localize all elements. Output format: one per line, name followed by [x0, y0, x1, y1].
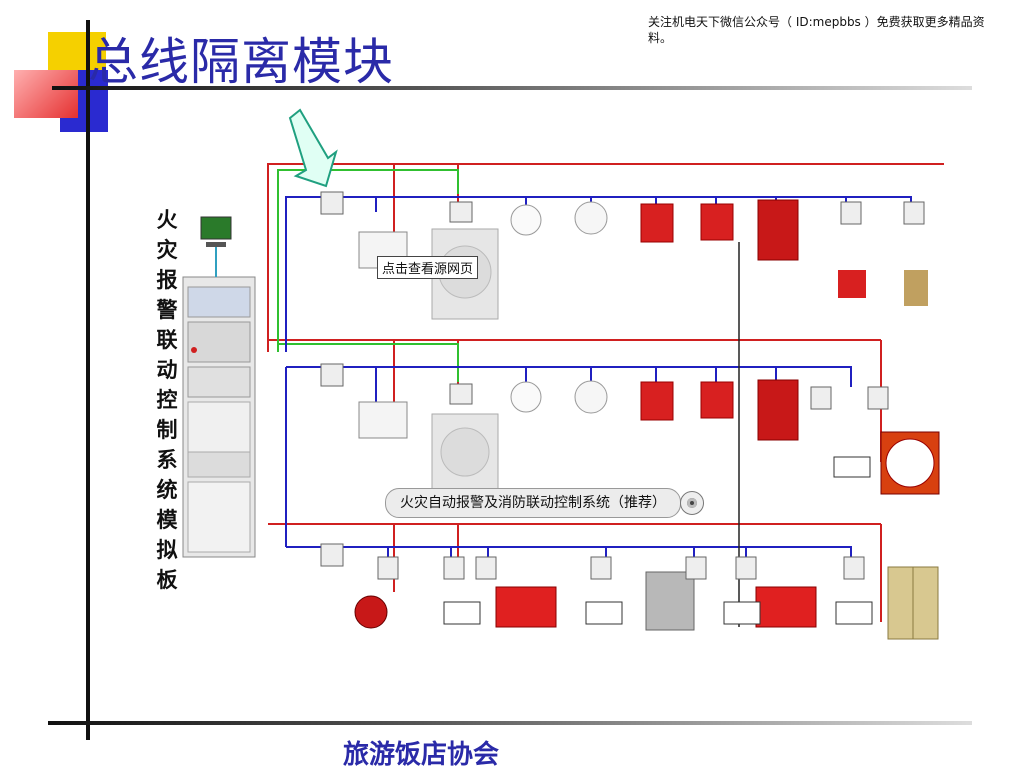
vertical-panel-title: 火灾报警联动控制系统模拟板 — [156, 207, 178, 592]
module-icon — [449, 201, 473, 223]
view-source-tooltip[interactable]: 点击查看源网页 — [377, 256, 479, 279]
slide-title: 总线隔离模块 — [88, 33, 394, 91]
deco-red-square — [14, 70, 78, 118]
damper-icon — [645, 571, 695, 631]
hydrant-button-icon — [700, 203, 734, 241]
deco-vertical-line — [86, 20, 90, 740]
deco-title-underline — [52, 86, 972, 90]
sound-light-alarm-icon — [757, 199, 799, 261]
play-icon[interactable] — [680, 491, 704, 515]
monitor-icon — [200, 216, 232, 277]
footer-org-name: 旅游饭店协会 — [343, 740, 500, 770]
arrow-icon — [288, 108, 338, 188]
manual-alarm-icon — [640, 203, 674, 243]
fire-alarm-diagram — [146, 152, 946, 656]
watermark-text: 关注机电天下微信公众号（ ID:mepbbs ）免费获取更多精品资料。 — [648, 15, 985, 45]
diagram-caption[interactable]: 火灾自动报警及消防联动控制系统（推荐） — [385, 488, 681, 518]
cabinet-icon — [182, 276, 256, 558]
pump-icon — [495, 586, 817, 628]
elevator-icon — [887, 566, 939, 640]
diagram-svg — [182, 163, 944, 640]
valve-icon — [838, 270, 928, 306]
heat-detector-icon — [574, 201, 608, 235]
fan-icon — [880, 431, 940, 495]
smoke-detector-icon — [510, 204, 542, 236]
module-icon — [320, 191, 344, 215]
deco-bottom-line — [48, 721, 972, 725]
